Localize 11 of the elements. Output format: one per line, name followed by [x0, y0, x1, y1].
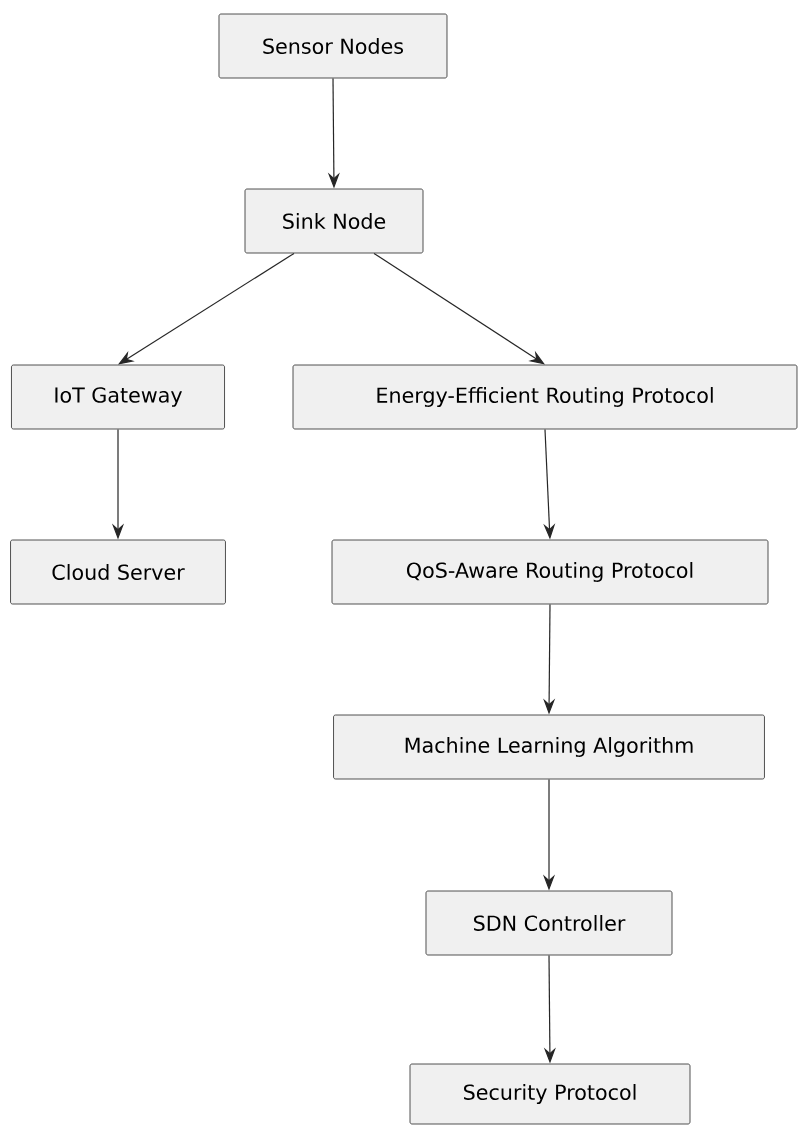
arrow — [118, 252, 295, 365]
process-box: IoT Gateway — [11, 364, 225, 430]
process-box: Machine Learning Algorithm — [333, 714, 765, 780]
process-box: Sensor Nodes — [218, 13, 448, 79]
process-box: Sink Node — [244, 188, 424, 254]
arrow — [373, 252, 545, 365]
process-box: QoS-Aware Routing Protocol — [331, 539, 769, 605]
process-box: Security Protocol — [409, 1063, 691, 1125]
process-box: Cloud Server — [10, 539, 226, 605]
process-box: SDN Controller — [425, 890, 673, 956]
process-box: Energy-Efficient Routing Protocol — [292, 364, 798, 430]
